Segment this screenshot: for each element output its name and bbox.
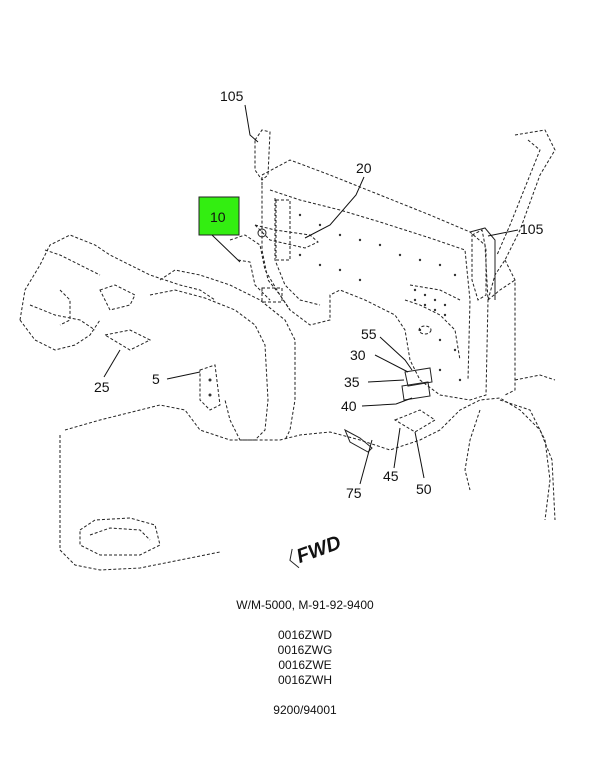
code-line-1: 0016ZWD [277, 628, 333, 642]
callout-30: 30 [350, 347, 366, 363]
hardware-parts [253, 129, 487, 453]
leader-lines [103, 104, 519, 485]
center-support [149, 234, 296, 441]
callout-45: 45 [383, 468, 399, 484]
right-pillar [469, 129, 556, 396]
callout-35: 35 [344, 374, 360, 390]
callout-20: 20 [356, 160, 372, 176]
callout-40: 40 [341, 398, 357, 414]
callout-105-right: 105 [520, 221, 544, 237]
callout-5: 5 [152, 371, 160, 387]
callout-105-top: 105 [220, 88, 244, 104]
diagram-caption: W/M-5000, M-91-92-9400 0016ZWD 0016ZWG 0… [0, 598, 610, 718]
callout-75: 75 [346, 485, 362, 501]
code-line-4: 0016ZWH [277, 673, 333, 687]
fwd-label: FWD [294, 532, 344, 568]
callout-10: 10 [210, 209, 226, 225]
hood-outline [59, 374, 556, 571]
chevron-left-icon [289, 548, 300, 569]
reference-number: 9200/94001 [273, 703, 337, 717]
left-bracket-assembly [19, 234, 216, 351]
rivet-holes [298, 213, 462, 382]
parts-diagram: 105 20 10 105 55 30 35 40 5 25 75 45 50 … [19, 88, 556, 571]
callout-55: 55 [361, 326, 377, 342]
code-line-2: 0016ZWG [277, 643, 333, 657]
cab-back-panel [261, 159, 489, 401]
callout-25: 25 [94, 379, 110, 395]
code-line-3: 0016ZWE [278, 658, 332, 672]
callout-50: 50 [416, 481, 432, 497]
highlight-box [198, 196, 240, 236]
forward-direction-indicator: FWD [289, 532, 344, 569]
model-line: W/M-5000, M-91-92-9400 [236, 598, 374, 612]
